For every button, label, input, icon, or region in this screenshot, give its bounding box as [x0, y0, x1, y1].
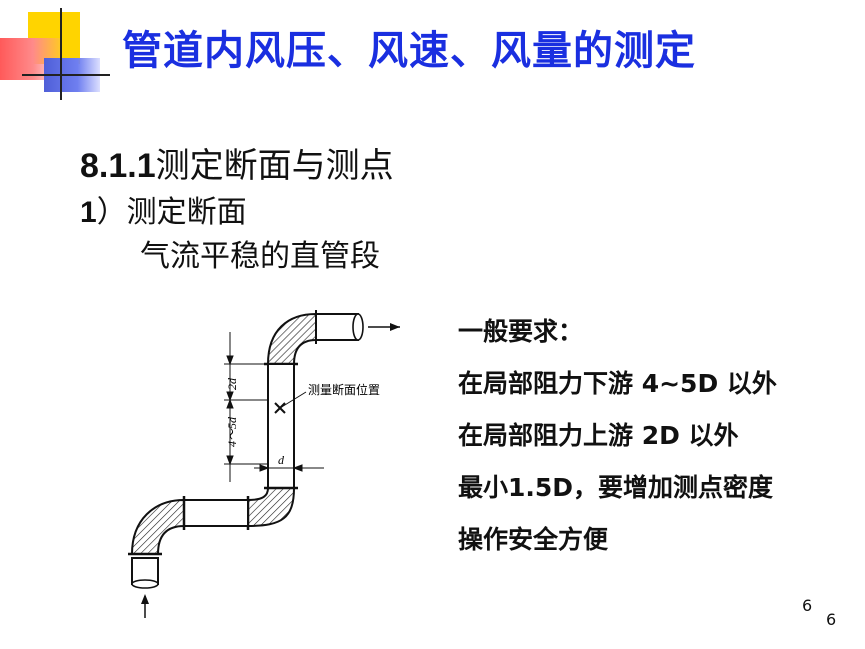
decor-vertical-line [60, 8, 62, 100]
page-number: 6 [802, 596, 813, 615]
requirement-item: 在局部阻力上游 2D 以外 [458, 421, 739, 450]
requirements-list: 一般要求： 在局部阻力下游 4~5D 以外 在局部阻力上游 2D 以外 最小1.… [458, 313, 777, 573]
lower-elbow [130, 498, 185, 555]
subsection-number: 1 [80, 196, 97, 229]
section-heading: 8.1.1测定断面与测点 [80, 138, 394, 187]
page-number-secondary: 6 [826, 610, 837, 629]
measuring-position-label: 测量断面位置 [308, 382, 380, 397]
dimension-label-2d: 2d [225, 377, 239, 390]
requirement-item: 操作安全方便 [458, 525, 609, 554]
requirements-heading: 一般要求： [458, 317, 584, 346]
subsection-body: 气流平稳的直管段 [140, 239, 380, 274]
inlet-pipe [128, 552, 162, 618]
requirement-item: 在局部阻力下游 4~5D 以外 [458, 369, 777, 398]
duct-diagram: 2d 4～5d d 测量断面位置 [128, 310, 400, 618]
dimension-label-4-5d: 4～5d [225, 416, 239, 447]
top-elbow [266, 312, 317, 365]
dimension-label-d: d [278, 453, 285, 467]
middle-elbow [247, 487, 296, 528]
dimension-lines [224, 332, 324, 482]
subsection-text: ）测定断面 [96, 195, 247, 230]
outlet-pipe [315, 310, 400, 344]
slide-title: 管道内风压、风速、风量的测定 [122, 28, 696, 74]
section-text: 测定断面与测点 [155, 146, 394, 186]
decor-horizontal-line [22, 74, 110, 76]
requirement-item: 最小1.5D，要增加测点密度 [458, 473, 774, 502]
vertical-pipe [264, 362, 307, 490]
horizontal-pipe [182, 496, 250, 530]
section-number: 8.1.1 [80, 147, 156, 185]
subsection-heading: 1）测定断面 [80, 187, 247, 231]
